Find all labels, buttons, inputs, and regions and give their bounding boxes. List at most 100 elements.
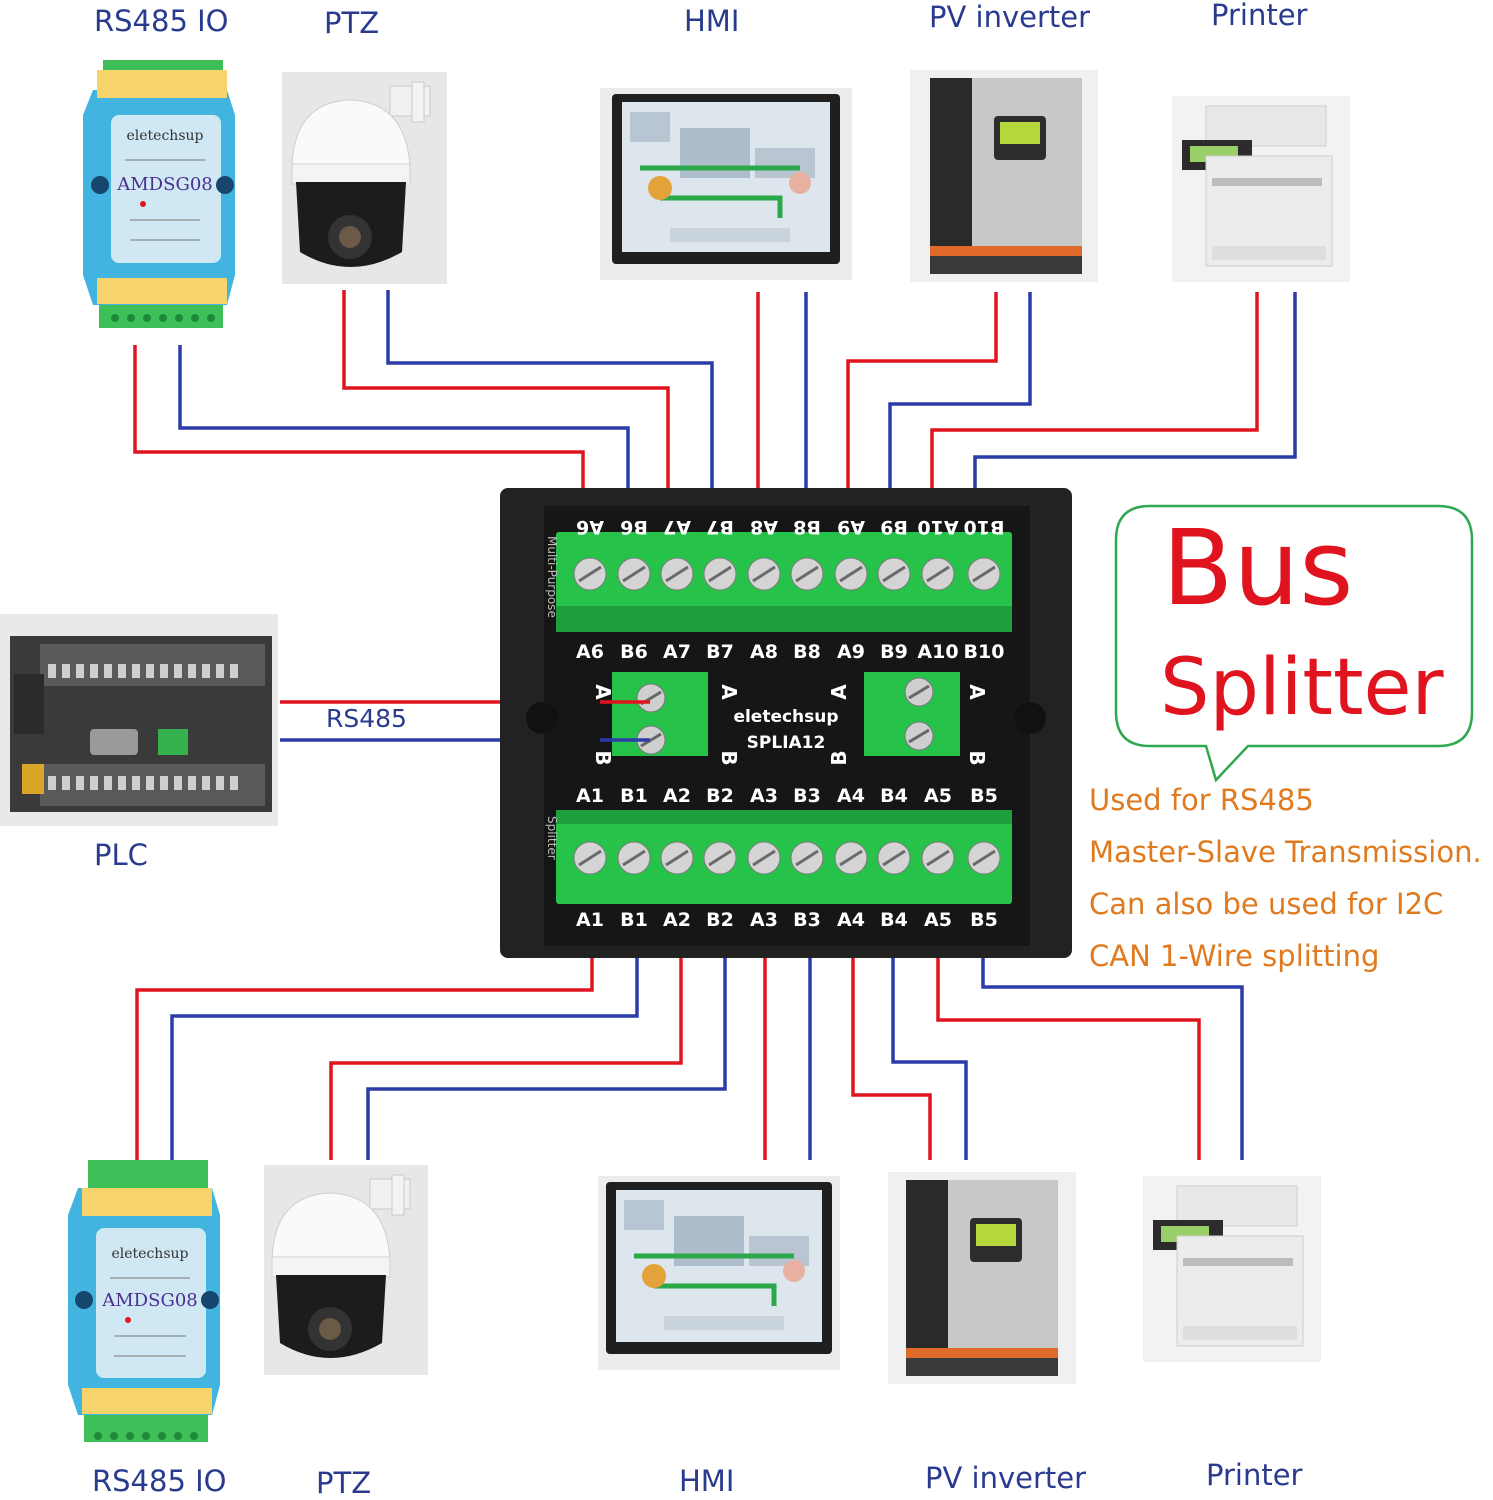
- wire-b-bottom-rs485io: [170, 957, 639, 1160]
- top-screws: [573, 557, 1001, 591]
- module-brand: eletechsup: [112, 1246, 189, 1262]
- device-label-bottom-hmi: HMI: [679, 1464, 735, 1498]
- screw-slot: [972, 565, 996, 583]
- wire-b-top-ptz: [386, 290, 714, 490]
- printer-icon: [1143, 1176, 1321, 1362]
- screw-slot: [752, 565, 776, 583]
- terminal-label: B4: [880, 785, 908, 807]
- terminal-label: B9: [880, 641, 908, 663]
- input-label-a: A: [827, 684, 851, 700]
- terminal-label: A8: [750, 516, 778, 538]
- terminal-label: A3: [750, 785, 778, 807]
- device-label-bottom-pv: PV inverter: [925, 1461, 1087, 1495]
- wire-a-top-rs485io: [133, 345, 585, 490]
- terminal-label: A7: [663, 516, 691, 538]
- terminal-label: B5: [970, 785, 998, 807]
- hmi-screen-icon: [600, 88, 852, 280]
- wire-b-bottom-printer: [981, 957, 1244, 1160]
- terminal-label: A2: [663, 785, 691, 807]
- plc-icon: [0, 614, 278, 826]
- board-model: SPLIA12: [747, 733, 826, 753]
- terminal-label: A6: [576, 516, 604, 538]
- terminal-label: A5: [924, 909, 952, 931]
- terminal-label: A10: [917, 516, 958, 538]
- board-brand: eletechsup: [733, 707, 838, 727]
- callout-bubble: [1114, 504, 1474, 783]
- terminal-label: A2: [663, 909, 691, 931]
- screw-slot: [882, 565, 906, 583]
- rs485-io-module-icon: eletechsup AMDSG08: [68, 1160, 220, 1442]
- wire-a-bottom-rs485io: [135, 957, 594, 1160]
- terminal-label: B8: [793, 516, 821, 538]
- screw-slot: [839, 849, 863, 867]
- ptz-camera-icon: [282, 72, 447, 284]
- screw-slot: [795, 849, 819, 867]
- terminal-label: B7: [706, 516, 734, 538]
- terminal-label: A8: [750, 641, 778, 663]
- terminal-label: B1: [620, 909, 648, 931]
- screw-slot: [708, 849, 732, 867]
- side-text-top: Multi-Purpose: [545, 536, 559, 618]
- pv-inverter-icon: [910, 70, 1098, 282]
- screw-slot: [926, 565, 950, 583]
- screw-slot: [882, 849, 906, 867]
- wire-b-top-printer: [973, 292, 1297, 490]
- wire-a-bottom-ptz: [329, 957, 683, 1160]
- hmi-screen-icon: [598, 1176, 840, 1370]
- wire-a-bottom-pv: [851, 957, 932, 1160]
- input-label-a: A: [717, 684, 741, 700]
- terminal-label: B8: [793, 641, 821, 663]
- wire-b-top-pv: [888, 292, 1032, 490]
- terminal-label: A10: [917, 641, 958, 663]
- module-model: AMDSG08: [101, 1290, 197, 1311]
- terminal-label: B9: [880, 516, 908, 538]
- screw-slot: [839, 565, 863, 583]
- terminal-label: A9: [837, 641, 865, 663]
- device-label-bottom-rs485io: RS485 IO: [92, 1464, 227, 1498]
- device-label-top-ptz: PTZ: [324, 6, 380, 40]
- terminal-label: B6: [620, 516, 648, 538]
- terminal-label: B4: [880, 909, 908, 931]
- device-label-top-rs485io: RS485 IO: [94, 4, 229, 38]
- screw-slot: [665, 849, 689, 867]
- input-label-b: B: [591, 750, 615, 765]
- description-line-4: CAN 1-Wire splitting: [1089, 939, 1380, 973]
- rs485-io-module-icon: eletechsup AMDSG08: [83, 60, 235, 328]
- wire-a-bottom-printer: [936, 957, 1201, 1160]
- input-label-a: A: [591, 684, 615, 700]
- terminal-label: A9: [837, 516, 865, 538]
- wire-a-top-printer: [930, 292, 1259, 490]
- terminal-label: B6: [620, 641, 648, 663]
- wire-b-bottom-ptz: [366, 957, 727, 1160]
- screw-slot: [578, 849, 602, 867]
- ptz-camera-icon: [264, 1165, 428, 1375]
- terminal-label: B10: [964, 516, 1005, 538]
- terminal-label: B2: [706, 785, 734, 807]
- module-model: AMDSG08: [116, 174, 212, 195]
- device-label-bottom-printer: Printer: [1206, 1458, 1303, 1492]
- description-line-3: Can also be used for I2C: [1089, 887, 1444, 921]
- terminal-label: A1: [576, 909, 604, 931]
- terminal-label: B1: [620, 785, 648, 807]
- input-label-a: A: [965, 684, 989, 700]
- screw-slot: [926, 849, 950, 867]
- device-label-top-hmi: HMI: [684, 4, 740, 38]
- terminal-label: A6: [576, 641, 604, 663]
- module-brand: eletechsup: [127, 128, 204, 144]
- screw-slot: [972, 849, 996, 867]
- screw-slot: [752, 849, 776, 867]
- terminal-label: B3: [793, 909, 821, 931]
- screw-slot: [622, 565, 646, 583]
- screw-slot: [708, 565, 732, 583]
- terminal-label: A1: [576, 785, 604, 807]
- device-label-top-printer: Printer: [1211, 0, 1308, 32]
- screw-slot: [665, 565, 689, 583]
- input-label-b: B: [965, 750, 989, 765]
- plc-label: PLC: [94, 838, 148, 872]
- terminal-label: B7: [706, 641, 734, 663]
- terminal-label: B5: [970, 909, 998, 931]
- terminal-label: A4: [837, 909, 865, 931]
